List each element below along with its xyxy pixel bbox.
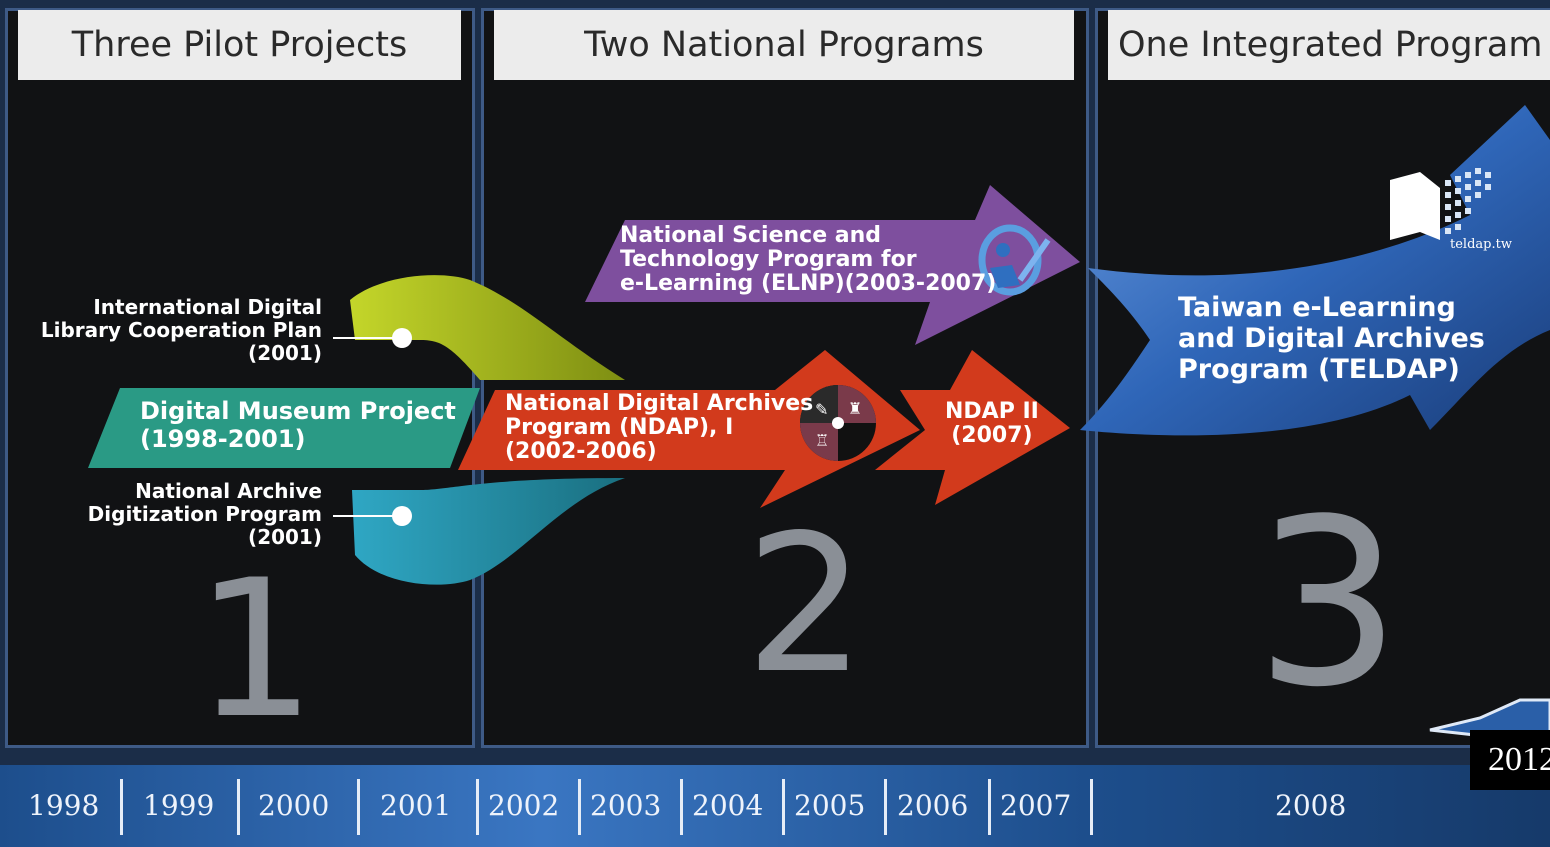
timeline-separator bbox=[988, 779, 991, 835]
svg-text:✎: ✎ bbox=[815, 400, 828, 419]
ndap-label-line2: Program (NDAP), I bbox=[505, 415, 734, 441]
green-ribbon bbox=[350, 275, 625, 380]
ndap2-label-line2: (2007) bbox=[951, 423, 1033, 449]
timeline-bar: 1998 1999 2000 2001 2002 2003 2004 2005 … bbox=[0, 765, 1550, 847]
digital-museum-line1: Digital Museum Project bbox=[140, 397, 456, 425]
idlcp-label-line3: (2001) bbox=[248, 341, 322, 365]
idlcp-dot bbox=[392, 328, 412, 348]
year-2007: 2007 bbox=[1000, 789, 1072, 822]
elnp-label-line3: e-Learning (ELNP)(2003-2007) bbox=[620, 271, 997, 297]
ndap2-label-line1: NDAP II bbox=[945, 399, 1039, 424]
idlcp-label: International Digital Library Cooperatio… bbox=[41, 296, 322, 365]
nadp-label-line2: Digitization Program bbox=[87, 502, 322, 526]
elnp-label-line2: Technology Program for bbox=[620, 247, 917, 273]
teldap-logo-icon bbox=[1390, 168, 1491, 240]
phase-number-1: 1 bbox=[195, 539, 316, 760]
digital-museum-line2: (1998-2001) bbox=[140, 424, 306, 453]
ndap-arrow bbox=[458, 350, 920, 508]
digital-museum-label: Digital Museum Project (1998-2001) bbox=[140, 397, 456, 453]
timeline-separator bbox=[120, 779, 123, 835]
nadp-label-line3: (2001) bbox=[248, 525, 322, 549]
idlcp-label-line2: Library Cooperation Plan bbox=[40, 318, 322, 342]
ndap-label: National Digital Archives Program (NDAP)… bbox=[505, 391, 814, 465]
timeline-separator bbox=[782, 779, 785, 835]
teldap-label: Taiwan e-Learning and Digital Archives P… bbox=[1178, 292, 1485, 385]
nadp-label: National Archive Digitization Program (2… bbox=[88, 480, 322, 549]
ndap-label-line1: National Digital Archives bbox=[505, 391, 814, 416]
elnp-label: National Science and Technology Program … bbox=[620, 223, 997, 297]
teldap-label-line3: Program (TELDAP) bbox=[1178, 354, 1460, 386]
year-2003: 2003 bbox=[590, 789, 662, 822]
year-2006: 2006 bbox=[897, 789, 969, 822]
year-1999: 1999 bbox=[143, 789, 215, 822]
timeline-separator bbox=[357, 779, 360, 835]
idlcp-label-line1: International Digital bbox=[93, 295, 322, 319]
ndap-disc-icon: ✎ ♜ ♖ bbox=[800, 385, 876, 461]
timeline-separator bbox=[237, 779, 240, 835]
panel-title-integrated: One Integrated Program bbox=[1108, 10, 1550, 80]
panel-pilot bbox=[5, 8, 475, 748]
year-2008: 2008 bbox=[1275, 789, 1347, 822]
timeline-separator bbox=[1090, 779, 1093, 835]
elnp-label-line1: National Science and bbox=[620, 223, 882, 248]
year-1998: 1998 bbox=[28, 789, 100, 822]
cyan-ribbon bbox=[352, 478, 625, 585]
timeline-separator bbox=[578, 779, 581, 835]
timeline-separator bbox=[680, 779, 683, 835]
ndap-label-line3: (2002-2006) bbox=[505, 439, 657, 465]
year-2002: 2002 bbox=[488, 789, 560, 822]
phase-number-3: 3 bbox=[1255, 471, 1402, 738]
teldap-logo-text: teldap.tw bbox=[1450, 237, 1512, 252]
digital-museum-shape bbox=[88, 388, 480, 468]
year-2005: 2005 bbox=[794, 789, 866, 822]
teldap-label-line2: and Digital Archives bbox=[1178, 323, 1485, 355]
teldap-arrow bbox=[1080, 105, 1550, 436]
nadp-dot bbox=[392, 506, 412, 526]
ndap2-arrow bbox=[875, 350, 1070, 505]
panel-title-national: Two National Programs bbox=[494, 10, 1074, 80]
teldap-label-line1: Taiwan e-Learning bbox=[1178, 292, 1456, 323]
svg-text:♖: ♖ bbox=[815, 431, 829, 450]
nadp-label-line1: National Archive bbox=[135, 479, 322, 503]
phase-number-2: 2 bbox=[745, 494, 866, 715]
elearning-icon bbox=[978, 224, 1051, 296]
ndap2-label: NDAP II (2007) bbox=[945, 399, 1039, 449]
year-2012-label: 2012 bbox=[1470, 730, 1550, 790]
year-2004: 2004 bbox=[692, 789, 764, 822]
timeline-separator bbox=[884, 779, 887, 835]
year-2000: 2000 bbox=[258, 789, 330, 822]
panel-title-pilot: Three Pilot Projects bbox=[18, 10, 461, 80]
year-2001: 2001 bbox=[380, 789, 452, 822]
svg-text:♜: ♜ bbox=[848, 399, 862, 418]
elnp-arrow bbox=[585, 185, 1080, 345]
timeline-separator bbox=[476, 779, 479, 835]
